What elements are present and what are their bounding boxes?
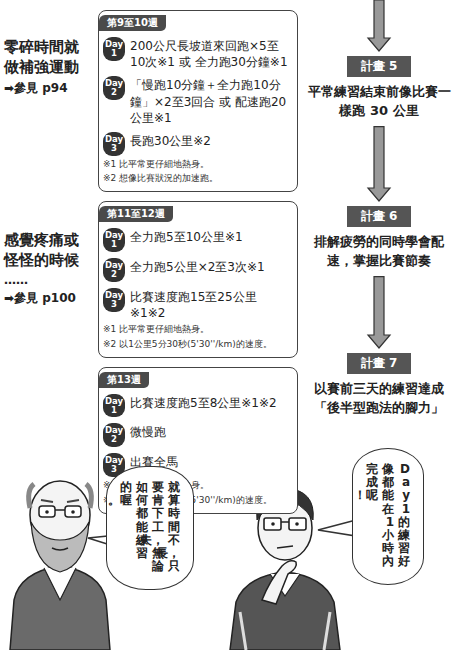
coach-figure (44, 568, 76, 600)
plan-step: 計畫 7 以賽前三天的練習達成「後半型跑法的腳力」 (305, 352, 453, 418)
flow-arrow (368, 0, 390, 51)
day-label: Day 3 (105, 134, 123, 153)
coach-figure (55, 509, 65, 511)
runner-figure (281, 521, 289, 523)
plan-step: 計畫 5 平常練習結束前像比賽一樣跑 30 公里 (305, 55, 453, 121)
plan-text: 以賽前三天的練習達成「後半型跑法的腳力」 (305, 380, 453, 418)
arrow-shape (368, 277, 390, 348)
footnote: ※2 以1公里5分30秒(5'30''/km)的速度。 (103, 339, 291, 351)
footnote: ※1 比平常更仔細地熱身。 (103, 159, 291, 171)
plan-text: 排解疲勞的同時學會配速，掌握比賽節奏 (305, 233, 453, 271)
day-row: Day 1 比賽速度跑5至8公里※1※2 (103, 394, 291, 418)
day-label: Day 2 (105, 78, 123, 97)
coach-figure (31, 522, 89, 572)
day-label: Day 2 (105, 425, 123, 444)
day-row: Day 3 長跑30公里※2 (103, 132, 291, 156)
training-item: 200公尺長坡道來回跑×5至10次※1 或 全力跑30分鐘※1 (130, 37, 291, 70)
runner-figure (262, 561, 296, 604)
coach-figure (10, 481, 110, 650)
day-badge: Day 2 (103, 258, 125, 282)
speech-text: Day 1 的練習好像都能在1小時內完成呢！ (366, 463, 410, 570)
runner-figure (295, 522, 299, 526)
day-label: Day 2 (105, 260, 123, 279)
training-item: 長跑30公里※2 (130, 132, 291, 149)
plan-step: 計畫 6 排解疲勞的同時學會配速，掌握比賽節奏 (305, 205, 453, 271)
day-label: Day 1 (105, 39, 123, 58)
speech-bubble: 就算時間不長，只要肯下工夫，無論如何都能練習的喔。 (106, 466, 194, 590)
page-reference: ➡參見 p100 (4, 290, 94, 307)
flow-arrow (368, 277, 390, 348)
flow-arrow (368, 127, 390, 201)
runner-figure (240, 612, 330, 650)
training-item: 全力跑5公里×2至3次※1 (130, 258, 291, 275)
day-row: Day 1 全力跑5至10公里※1 (103, 228, 291, 252)
plan-tab: 計畫 5 (347, 56, 412, 77)
coach-figure (41, 500, 79, 502)
day-badge: Day 2 (103, 423, 125, 447)
runner-figure (289, 518, 306, 530)
training-item: 比賽速度跑15至25公里※1※2 (130, 288, 291, 321)
side-note: 零碎時間就做補強運動 (4, 38, 90, 77)
arrow-shape (368, 127, 390, 201)
coach-figure (71, 510, 75, 514)
runner-figure (230, 572, 340, 650)
day-badge: Day 1 (103, 37, 125, 61)
coach-figure (86, 484, 91, 508)
day-row: Day 2 全力跑5公里×2至3次※1 (103, 258, 291, 282)
training-item: 微慢跑 (130, 423, 291, 440)
coach-figure (45, 510, 49, 514)
plan-tab: 計畫 6 (347, 206, 412, 227)
week-tab: 第9至10週 (99, 15, 166, 31)
coach-figure (39, 506, 55, 517)
coach-figure (10, 566, 110, 650)
coach-figure (29, 484, 34, 508)
day-label: Day 3 (105, 290, 123, 309)
footnote: ※2 想像比賽狀況的加速跑。 (103, 173, 291, 185)
week-panel: 第11至12週 Day 1 全力跑5至10公里※1Day 2 全力跑5公里×2至3次※… (98, 201, 298, 357)
day-label: Day 1 (105, 396, 123, 415)
coach-figure (52, 548, 68, 550)
coach-figure (65, 506, 81, 517)
page-reference: ➡參見 p94 (4, 80, 94, 97)
runner-figure (264, 518, 281, 530)
day-badge: Day 3 (103, 132, 125, 156)
day-row: Day 2 微慢跑 (103, 423, 291, 447)
speech-bubble: Day 1 的練習好像都能在1小時內完成呢！ (352, 448, 424, 585)
side-note: 感覺疼痛或怪怪的時候 (4, 231, 90, 270)
runner-figure (277, 546, 293, 548)
day-badge: Day 1 (103, 228, 125, 252)
speech-text: 就算時間不長，只要肯下工夫，無論如何都能練習的喔。 (120, 481, 180, 575)
day-row: Day 2 「慢跑10分鐘＋全力跑10分鐘」×2至3回合 或 配速跑20公里※1 (103, 76, 291, 126)
week-panel: 第9至10週 Day 1 200公尺長坡道來回跑×5至10次※1 或 全力跑30分鐘… (98, 10, 298, 192)
day-badge: Day 1 (103, 394, 125, 418)
plan-tab: 計畫 7 (347, 353, 412, 374)
day-label: Day 3 (105, 455, 123, 474)
day-row: Day 3 比賽速度跑15至25公里※1※2 (103, 288, 291, 321)
training-item: 「慢跑10分鐘＋全力跑10分鐘」×2至3回合 或 配速跑20公里※1 (130, 76, 291, 126)
bubble-tail (318, 520, 356, 536)
footnote: ※1 比平常更仔細地熱身。 (103, 324, 291, 336)
plan-text: 平常練習結束前像比賽一樣跑 30 公里 (305, 83, 453, 121)
day-badge: Day 3 (103, 288, 125, 312)
runner-figure (271, 522, 275, 526)
day-badge: Day 2 (103, 76, 125, 100)
day-label: Day 1 (105, 230, 123, 249)
week-tab: 第13週 (99, 372, 149, 388)
page-reference: …… (4, 273, 94, 287)
training-item: 比賽速度跑5至8公里※1※2 (130, 394, 291, 411)
day-row: Day 1 200公尺長坡道來回跑×5至10次※1 或 全力跑30分鐘※1 (103, 37, 291, 70)
training-item: 全力跑5至10公里※1 (130, 228, 291, 245)
week-tab: 第11至12週 (99, 206, 173, 222)
